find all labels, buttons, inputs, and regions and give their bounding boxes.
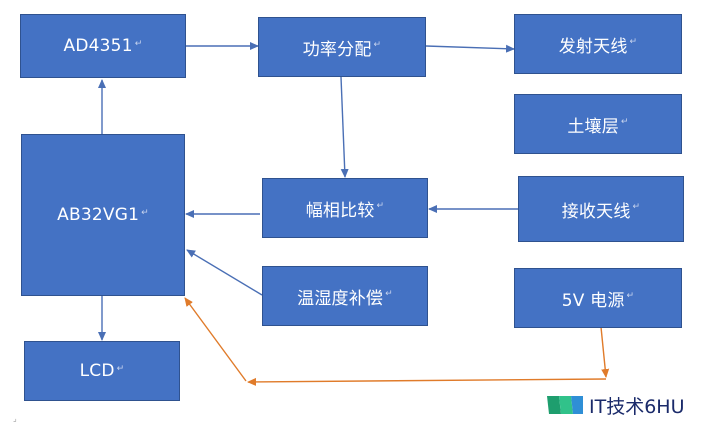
watermark-text: IT技术6HU (589, 395, 685, 418)
paragraph-mark-icon: ↵ (116, 364, 125, 374)
paragraph-mark-icon: ↵ (632, 202, 641, 212)
node-lcd: LCD↵ (24, 341, 180, 401)
node-temp-humidity: 温湿度补偿↵ (262, 266, 428, 326)
paragraph-mark-icon: ↵ (629, 37, 638, 47)
paragraph-mark-icon: ↵ (141, 208, 149, 218)
node-temp-humidity-label: 温湿度补偿 (297, 288, 384, 309)
edge-power-divider-to-tx-antenna (425, 44, 515, 53)
node-tx-antenna: 发射天线↵ (514, 14, 682, 74)
node-phase-compare: 幅相比较↵ (262, 178, 428, 238)
node-power-5v-label: 5V 电源 (561, 290, 625, 311)
corner-paragraph-mark-icon: ⌟ (13, 414, 17, 423)
paragraph-mark-icon: ↵ (620, 117, 629, 127)
watermark: IT技术6HU (545, 392, 689, 418)
node-soil-layer: 土壤层↵ (514, 94, 682, 154)
node-mcu: AB32VG1↵ (21, 134, 185, 296)
node-rx-antenna: 接收天线↵ (518, 176, 684, 242)
node-tx-antenna-label: 发射天线 (558, 36, 628, 57)
paragraph-mark-icon: ↵ (373, 40, 382, 50)
node-power-5v: 5V 电源↵ (514, 268, 682, 328)
paragraph-mark-icon: ↵ (385, 289, 393, 299)
edge-power-5v-to-mcu (184, 297, 247, 382)
paragraph-mark-icon: ↵ (134, 39, 143, 49)
node-ad4351-label: AD4351 (63, 36, 133, 56)
node-power-divider-label: 功率分配 (302, 39, 372, 60)
node-soil-layer-label: 土壤层 (567, 116, 619, 137)
edge-power-5v-down (600, 326, 610, 378)
edge-power-5v-horizontal (247, 377, 607, 386)
node-rx-antenna-label: 接收天线 (561, 201, 631, 222)
node-lcd-label: LCD (79, 361, 115, 381)
paragraph-mark-icon: ↵ (376, 201, 385, 211)
watermark-logo-icon (547, 396, 583, 414)
node-phase-compare-label: 幅相比较 (305, 200, 375, 221)
node-power-divider: 功率分配↵ (258, 17, 426, 77)
node-mcu-label: AB32VG1 (57, 205, 140, 225)
edge-power-divider-to-phase-compare (340, 76, 349, 178)
paragraph-mark-icon: ↵ (626, 291, 635, 301)
node-ad4351: AD4351↵ (20, 14, 186, 78)
edge-temp-humidity-to-mcu (186, 249, 263, 296)
